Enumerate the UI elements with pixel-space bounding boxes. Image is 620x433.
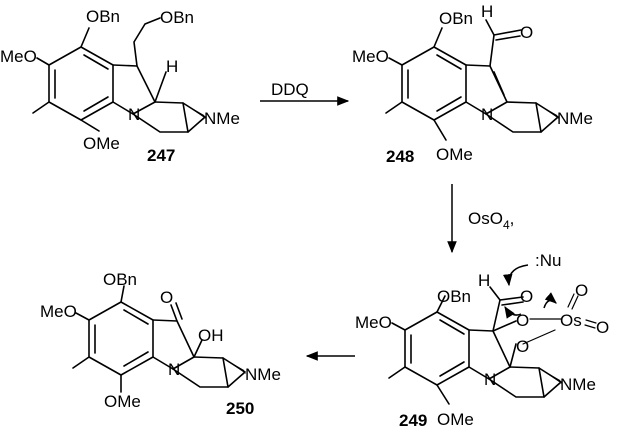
compound-249-cho-o: O [520, 287, 533, 306]
compound-250-nme: NMe [245, 365, 281, 384]
compound-247: OBn OBn MeO H N NMe OMe 247 [0, 7, 240, 165]
compound-247-nme: NMe [204, 109, 240, 128]
compound-249-meo: MeO [355, 313, 392, 332]
reaction-step-1: DDQ [260, 80, 350, 106]
compound-249-os-oxo-2: O [596, 318, 609, 337]
compound-248-number: 248 [386, 147, 414, 166]
compound-249-nme: NMe [560, 375, 596, 394]
compound-250: OBn O MeO OH N NMe OMe 250 [40, 270, 281, 418]
compound-247-ch2obn: OBn [160, 8, 194, 27]
compound-248-obn-top: OBn [439, 9, 473, 28]
compound-248: H O OBn MeO N NMe 248 OMe [352, 2, 593, 166]
compound-248-meo: MeO [352, 47, 389, 66]
compound-249-o1: O [516, 311, 529, 330]
compound-247-bonds [32, 17, 206, 133]
compound-249-number: 249 [399, 411, 427, 430]
compound-247-obn-top: OBn [86, 7, 120, 26]
compound-249-n-ring: N [484, 370, 496, 389]
compound-248-n-ring: N [481, 105, 493, 124]
compound-247-ome: OMe [83, 134, 120, 153]
compound-249: :Nu H OBn O O O Os O MeO O N NMe 249 OMe [355, 251, 609, 430]
compound-249-os-oxo-1: O [575, 281, 588, 300]
compound-250-obn-top: OBn [103, 270, 137, 289]
compound-250-ketone-o: O [160, 288, 173, 307]
compound-250-oh: OH [198, 326, 224, 345]
reagent-oso4: OsO4, [468, 209, 514, 232]
compound-248-cho-h: H [481, 2, 493, 21]
compound-248-bonds [385, 19, 559, 141]
compound-247-number: 247 [147, 146, 175, 165]
compound-250-bonds [72, 285, 246, 393]
compound-247-n-ring: N [128, 105, 140, 124]
compound-248-ome: OMe [436, 145, 473, 164]
compound-249-bonds [388, 264, 597, 405]
compound-250-ome: OMe [104, 392, 141, 411]
compound-247-h: H [166, 57, 178, 76]
compound-249-ome: OMe [437, 410, 474, 429]
compound-249-o2: O [516, 337, 529, 356]
reagent-ddq: DDQ [271, 80, 309, 99]
compound-249-cho-h: H [478, 271, 490, 290]
compound-250-number: 250 [226, 399, 254, 418]
reaction-step-2: OsO4, [447, 184, 514, 254]
compound-247-meo: MeO [0, 47, 37, 66]
compound-248-cho-o: O [520, 23, 533, 42]
compound-250-n-ring: N [168, 360, 180, 379]
compound-249-nu: :Nu [535, 251, 561, 270]
compound-250-meo: MeO [40, 302, 77, 321]
compound-249-obn-top: OBn [437, 287, 471, 306]
compound-249-os: Os [560, 311, 582, 330]
compound-248-nme: NMe [557, 109, 593, 128]
